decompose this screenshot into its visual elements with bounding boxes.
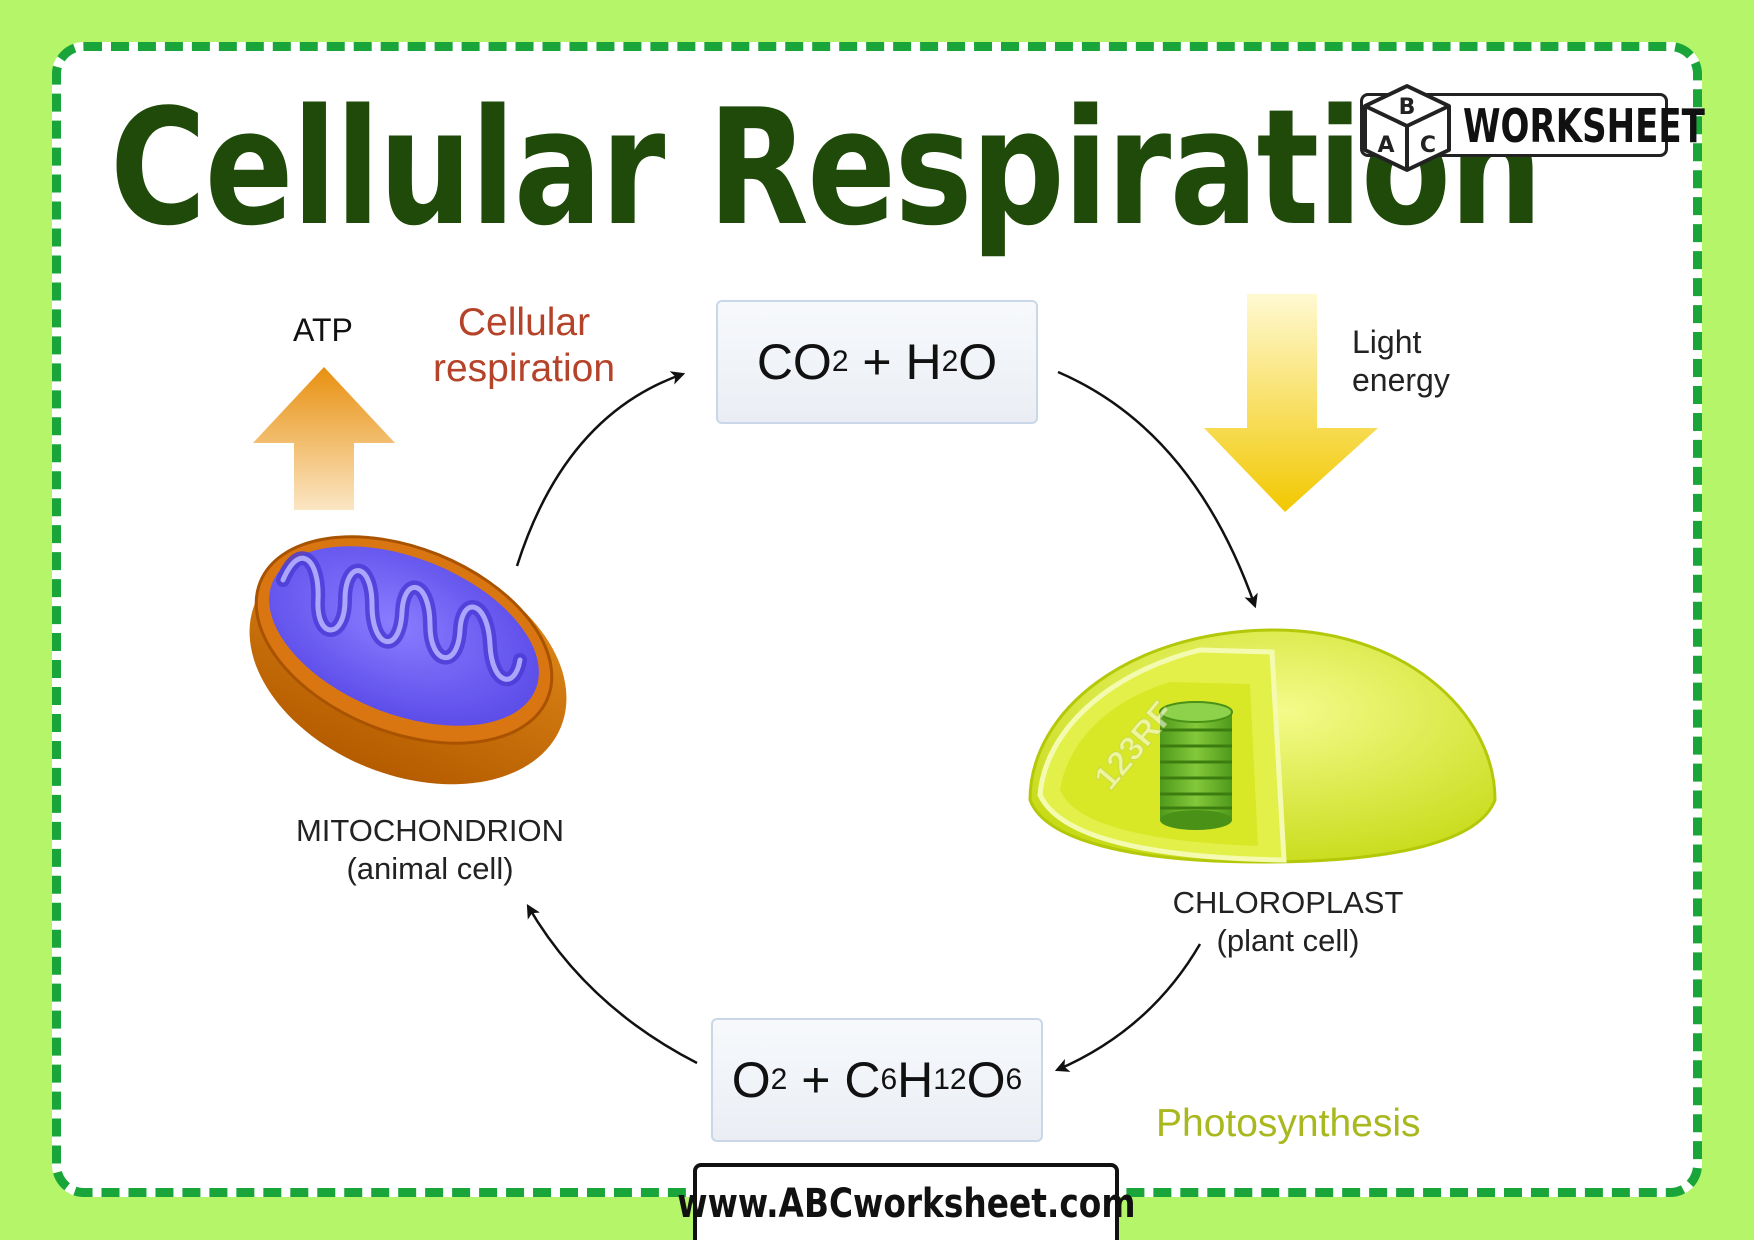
- formula-part: + C: [787, 1052, 881, 1108]
- formula-part: O: [966, 1052, 1006, 1108]
- formula-part: + H: [848, 334, 942, 390]
- mitochondrion-illustration: [249, 535, 567, 785]
- website-footer: www.ABCworksheet.com: [677, 1163, 1135, 1240]
- formula-part: O: [958, 334, 998, 390]
- chloroplast-illustration: [1028, 628, 1497, 864]
- formula-subscript: 6: [1005, 1063, 1023, 1096]
- light-label-line-2: energy: [1352, 362, 1450, 398]
- arrow-glucose-to-mito: [526, 903, 698, 1065]
- chloroplast-label: CHLOROPLAST (plant cell): [1160, 884, 1416, 960]
- light-down-arrow: [1204, 294, 1378, 512]
- formula-subscript: 6: [880, 1063, 898, 1096]
- respiration-label-line-2: respiration: [432, 347, 616, 390]
- formula-subscript: 2: [770, 1063, 788, 1096]
- light-energy-label: Light energy: [1352, 323, 1450, 399]
- atp-label: ATP: [293, 312, 353, 348]
- formula-part: CO: [756, 334, 832, 390]
- chloro-label-line-1: CHLOROPLAST: [1172, 885, 1404, 920]
- mito-label-line-2: (animal cell): [346, 851, 514, 886]
- photosynthesis-label: Photosynthesis: [1156, 1102, 1421, 1145]
- atp-up-arrow: [253, 367, 395, 510]
- respiration-label-line-1: Cellular: [457, 301, 591, 344]
- light-label-line-1: Light: [1352, 324, 1422, 360]
- thylakoid-stack: [1159, 701, 1233, 830]
- abc-cube-icon: B A C: [1363, 84, 1451, 172]
- formula-part: O: [731, 1052, 771, 1108]
- formula-subscript: 2: [831, 345, 849, 378]
- formula-part: H: [897, 1052, 934, 1108]
- formula-subscript: 12: [933, 1063, 967, 1096]
- page-title: Cellular Respiration: [110, 74, 1543, 261]
- cellular-respiration-label: Cellular respiration: [430, 300, 618, 392]
- mito-label-line-1: MITOCHONDRION: [295, 813, 565, 848]
- arrow-chloro-to-glucose: [1054, 943, 1202, 1072]
- website-url: www.ABCworksheet.com: [676, 1180, 1136, 1227]
- arrow-mito-to-co2: [515, 371, 686, 567]
- abc-worksheet-logo: B A C WORKSHEET: [1360, 84, 1705, 172]
- cube-letter-top: B: [1399, 95, 1416, 120]
- cube-letter-left: A: [1377, 133, 1394, 158]
- logo-text: WORKSHEET: [1463, 99, 1705, 153]
- formula-subscript: 2: [941, 345, 959, 378]
- arrow-co2-to-chloro: [1057, 370, 1258, 609]
- chloro-label-line-2: (plant cell): [1216, 923, 1360, 958]
- cube-letter-right: C: [1420, 133, 1436, 158]
- mitochondrion-label: MITOCHONDRION (animal cell): [280, 812, 580, 888]
